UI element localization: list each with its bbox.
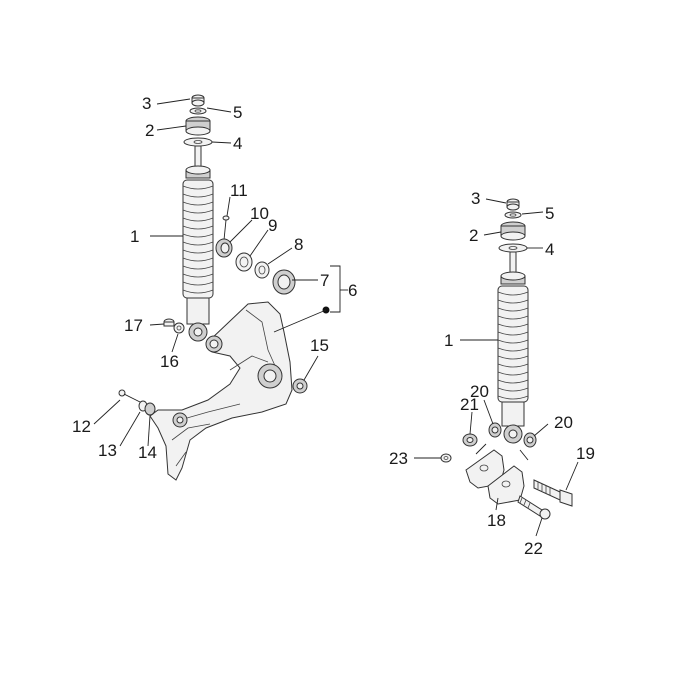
right-label-23: 23 bbox=[389, 449, 408, 468]
right-label-2: 2 bbox=[469, 226, 478, 245]
left-washer-small bbox=[189, 107, 207, 115]
left-label-7: 7 bbox=[320, 271, 329, 290]
left-circlip-10 bbox=[215, 238, 233, 258]
right-labels: 3 5 2 4 1 20 20 21 23 19 18 22 bbox=[389, 189, 595, 558]
right-bolt-19 bbox=[533, 479, 573, 507]
left-label-16: 16 bbox=[160, 352, 179, 371]
left-label-10: 10 bbox=[250, 204, 269, 223]
left-top-nut bbox=[191, 94, 205, 107]
left-spacer-8 bbox=[254, 261, 270, 279]
right-bolt-22 bbox=[517, 495, 551, 520]
right-label-5: 5 bbox=[545, 204, 554, 223]
right-label-19: 19 bbox=[576, 444, 595, 463]
right-label-20b: 20 bbox=[554, 413, 573, 432]
left-seal-9 bbox=[235, 252, 253, 272]
right-label-18: 18 bbox=[487, 511, 506, 530]
right-rubber-bush bbox=[500, 221, 526, 241]
right-label-1: 1 bbox=[444, 331, 453, 350]
left-washer-14 bbox=[144, 402, 156, 416]
left-labels: 3 5 2 4 11 10 1 9 8 7 6 17 16 15 12 13 1… bbox=[72, 94, 357, 462]
left-label-12: 12 bbox=[72, 417, 91, 436]
left-nut-17 bbox=[163, 318, 175, 327]
right-spacer-20b bbox=[523, 432, 537, 448]
left-swing-arm-bracket bbox=[149, 301, 293, 481]
left-label-5: 5 bbox=[233, 103, 242, 122]
right-label-3: 3 bbox=[471, 189, 480, 208]
left-shock-lower bbox=[186, 297, 210, 342]
right-plates-18 bbox=[465, 449, 525, 505]
left-label-17: 17 bbox=[124, 316, 143, 335]
right-assembly bbox=[414, 198, 579, 537]
left-spring bbox=[182, 179, 214, 299]
right-washer-small bbox=[504, 211, 522, 219]
right-label-21: 21 bbox=[460, 395, 479, 414]
right-spring bbox=[497, 285, 529, 403]
left-assembly bbox=[93, 94, 348, 481]
right-shock-lower bbox=[501, 401, 525, 444]
left-bolt-15 bbox=[292, 378, 308, 394]
right-shock-top bbox=[500, 271, 526, 285]
right-label-22: 22 bbox=[524, 539, 543, 558]
right-nut-21 bbox=[462, 433, 478, 447]
right-label-20a: 20 bbox=[470, 382, 489, 401]
left-leader-lines bbox=[93, 98, 348, 447]
left-label-3: 3 bbox=[142, 94, 151, 113]
left-washer-16 bbox=[173, 322, 185, 334]
left-group-bracket-6 bbox=[330, 265, 341, 313]
left-label-14: 14 bbox=[138, 443, 157, 462]
left-label-9: 9 bbox=[268, 216, 277, 235]
right-top-nut bbox=[506, 198, 520, 211]
left-label-15: 15 bbox=[310, 336, 329, 355]
right-nut-23 bbox=[440, 453, 452, 463]
left-bearing-7 bbox=[272, 269, 296, 295]
left-label-2: 2 bbox=[145, 121, 154, 140]
left-label-13: 13 bbox=[98, 441, 117, 460]
left-label-1: 1 bbox=[130, 227, 139, 246]
left-cup-washer bbox=[183, 137, 213, 147]
left-label-4: 4 bbox=[233, 134, 242, 153]
left-shock-top bbox=[185, 165, 211, 179]
right-spacer-20a bbox=[488, 422, 502, 438]
right-leader-lines bbox=[414, 198, 579, 537]
right-bracket-lines bbox=[475, 443, 529, 461]
left-label-8: 8 bbox=[294, 235, 303, 254]
right-label-4: 4 bbox=[545, 240, 554, 259]
left-label-6: 6 bbox=[348, 281, 357, 300]
left-rubber-bush bbox=[185, 116, 211, 136]
right-cup-washer bbox=[498, 243, 528, 253]
left-label-11: 11 bbox=[230, 181, 248, 200]
left-screw-11 bbox=[222, 215, 230, 241]
